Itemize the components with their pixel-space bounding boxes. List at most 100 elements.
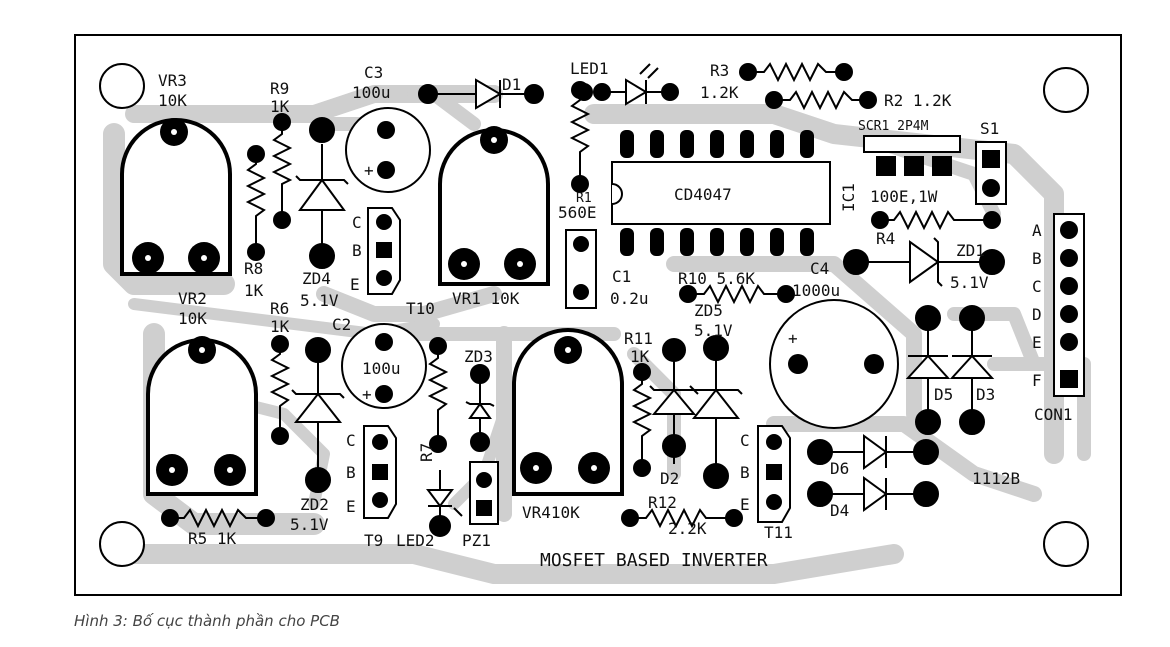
r2-label: R2 1.2K: [884, 91, 952, 110]
zd5-label: ZD5: [694, 301, 723, 320]
r6-label: R6: [270, 299, 289, 318]
r3-label: R3: [710, 61, 729, 80]
vr2-value: 10K: [178, 309, 207, 328]
c2-value: 100u: [362, 359, 401, 378]
pcb-svg: VR3 10K VR2 10K VR1 10K VR410K: [74, 34, 1122, 596]
r11-value: 1K: [630, 347, 650, 366]
led2: [426, 470, 463, 537]
t10-pin-c: C: [352, 213, 362, 232]
svg-text:+: +: [364, 161, 374, 180]
con1-label: CON1: [1034, 405, 1073, 424]
vr2-label: VR2: [178, 289, 207, 308]
d3-label: D3: [976, 385, 995, 404]
ic-cd4047: [611, 130, 831, 256]
c3-value: 100u: [352, 83, 391, 102]
diode-d5: [905, 305, 951, 435]
r8-label: R8: [244, 259, 263, 278]
c3-label: C3: [364, 63, 383, 82]
ic-ref-label: IC1: [839, 183, 858, 212]
c4-label: C4: [810, 259, 829, 278]
s1-label: S1: [980, 119, 999, 138]
d6-label: D6: [830, 459, 849, 478]
d4-label: D4: [830, 501, 849, 520]
vr3-value: 10K: [158, 91, 187, 110]
r1-value: 560E: [558, 203, 597, 222]
con-pin-f: F: [1032, 371, 1042, 390]
capacitor-c2: +: [341, 323, 427, 409]
switch-s1: [975, 141, 1007, 205]
vr3-trimmer: [120, 118, 232, 276]
r8-value: 1K: [244, 281, 264, 300]
led1: [575, 63, 679, 106]
r10-label: R10 5.6K: [678, 269, 755, 288]
r11-label: R11: [624, 329, 653, 348]
connector-con1: [1053, 213, 1085, 397]
transistor-t10: [367, 207, 401, 295]
t11-pin-c: C: [740, 431, 750, 450]
pcb-layout-figure: VR3 10K VR2 10K VR1 10K VR410K: [74, 34, 1122, 596]
t11-pin-b: B: [740, 463, 750, 482]
con-pin-a: A: [1032, 221, 1042, 240]
capacitor-c3: +: [345, 107, 431, 193]
zd3-label: ZD3: [464, 347, 493, 366]
c4-value: 1000u: [792, 281, 840, 300]
buzzer-pz1: [469, 461, 499, 525]
con-pin-c: C: [1032, 277, 1042, 296]
r6-value: 1K: [270, 317, 290, 336]
con-pin-d: D: [1032, 305, 1042, 324]
led2-label: LED2: [396, 531, 435, 550]
board-title: MOSFET BASED INVERTER: [540, 550, 768, 571]
d1-label: D1: [502, 75, 521, 94]
zener-zd1: [843, 237, 1005, 287]
pz1-label: PZ1: [462, 531, 491, 550]
zener-zd2: [291, 337, 345, 493]
t9-pin-c: C: [346, 431, 356, 450]
figure-caption: Hình 3: Bố cục thành phần cho PCB: [74, 612, 340, 630]
zd1-label: ZD1: [956, 241, 985, 260]
mounting-holes: [99, 63, 1089, 567]
led1-label: LED1: [570, 59, 609, 78]
t10-pin-b: B: [352, 241, 362, 260]
con-pin-b: B: [1032, 249, 1042, 268]
r9-label: R9: [270, 79, 289, 98]
zener-zd4: [295, 117, 349, 269]
t9-pin-b: B: [346, 463, 356, 482]
capacitor-c1: [565, 229, 597, 309]
diode-d2: [649, 338, 699, 464]
r5-label: R5 1K: [188, 529, 237, 548]
r7-label: R7: [417, 443, 436, 462]
zener-zd3: [465, 364, 495, 452]
t11-label: T11: [764, 523, 793, 542]
d2-label: D2: [660, 469, 679, 488]
board-code: 1112B: [972, 469, 1020, 488]
vr3-label: VR3: [158, 71, 187, 90]
c2-label: C2: [332, 315, 351, 334]
r9-value: 1K: [270, 97, 290, 116]
con-pin-e: E: [1032, 333, 1042, 352]
capacitor-c4: +: [769, 299, 899, 429]
r1-label: R1: [576, 191, 592, 206]
diode-d4: [807, 476, 939, 512]
scr1: [863, 135, 961, 176]
zd4-value: 5.1V: [300, 291, 339, 310]
t9-label: T9: [364, 531, 383, 550]
svg-text:+: +: [788, 329, 798, 348]
t9-pin-e: E: [346, 497, 356, 516]
zd4-label: ZD4: [302, 269, 331, 288]
copper-tracks: [103, 85, 1091, 584]
scr-label: SCR1 2P4M: [858, 119, 929, 134]
resistors: [170, 61, 992, 529]
vr2-trimmer: [146, 336, 258, 496]
vr1-trimmer: [438, 126, 550, 286]
vr4-trimmer: [512, 328, 624, 496]
r4-value: 100E,1W: [870, 187, 938, 206]
diode-d1: [418, 78, 544, 110]
r3-value: 1.2K: [700, 83, 739, 102]
svg-text:+: +: [362, 385, 372, 404]
zd1-value: 5.1V: [950, 273, 989, 292]
t10-pin-e: E: [350, 275, 360, 294]
c1-label: C1: [612, 267, 631, 286]
r4-label: R4: [876, 229, 895, 248]
transistor-t9: [363, 425, 397, 519]
vr4-label: VR410K: [522, 503, 580, 522]
